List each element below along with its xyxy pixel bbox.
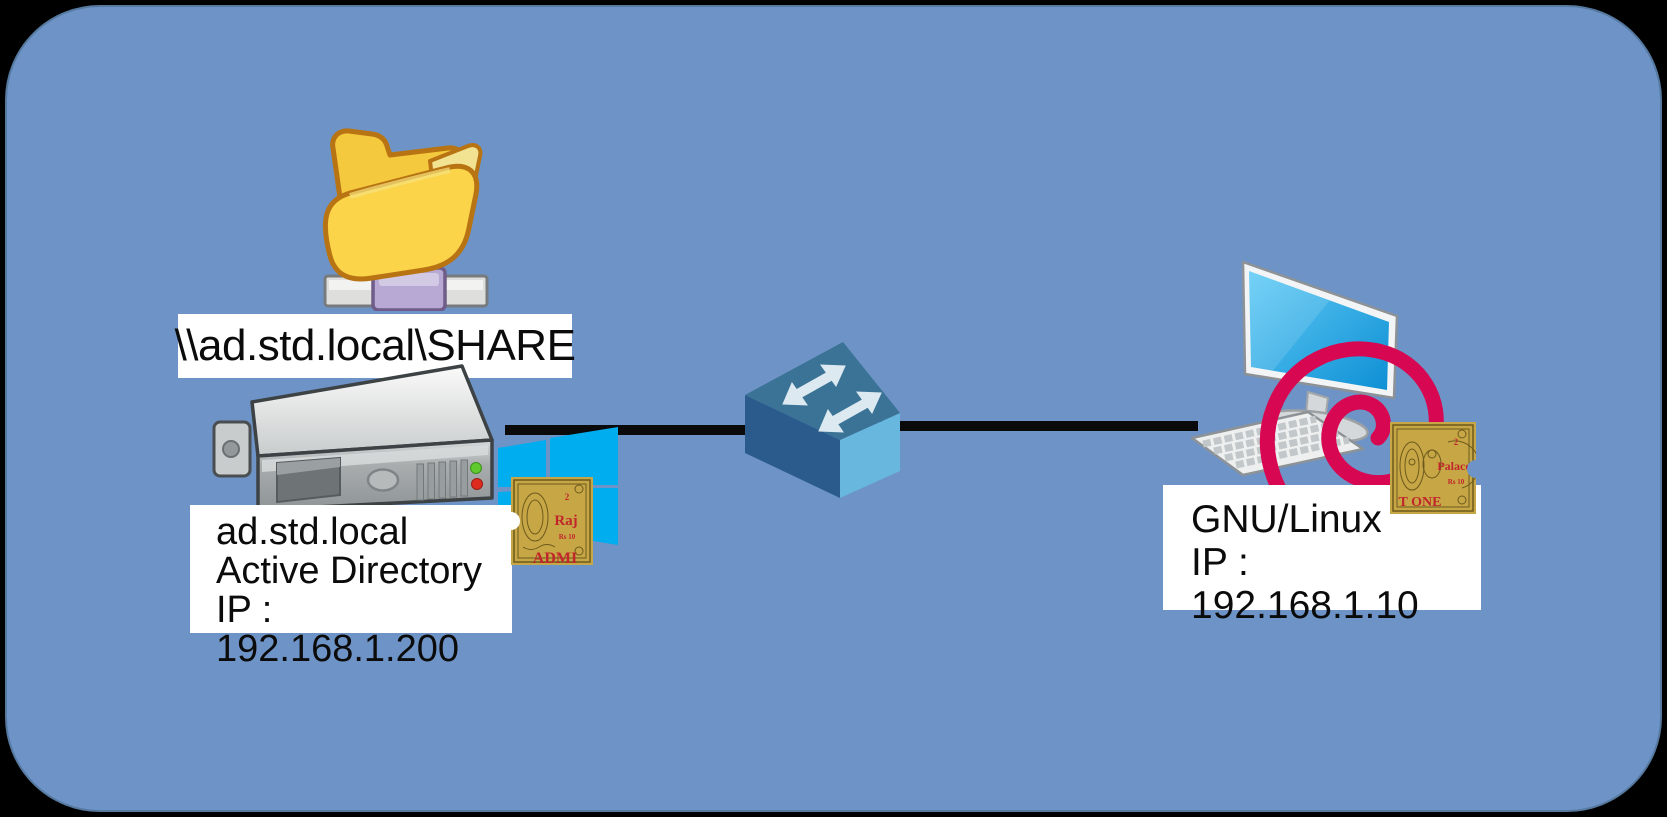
led-red — [471, 478, 483, 490]
stamp-left-notch — [511, 512, 520, 530]
stamp-left-rate: Rs 10 — [559, 533, 576, 541]
stamp-right-engraving — [1392, 424, 1476, 512]
stamp-left-title: Raj — [554, 513, 577, 529]
client-label: GNU/Linux IP : 192.168.1.10 — [1163, 485, 1481, 627]
client-ip: IP : 192.168.1.10 — [1191, 541, 1419, 627]
server-power-button — [366, 468, 400, 492]
share-path-text: \\ad.std.local\SHARE — [174, 321, 576, 370]
open-folder-icon — [322, 128, 483, 282]
stamp-right-notch — [1467, 460, 1476, 478]
switch-arrows-icon — [782, 364, 882, 433]
stamp-right-rate: Rs 10 — [1448, 478, 1465, 486]
network-shared-folder-icon — [300, 106, 490, 311]
network-switch-icon — [695, 320, 910, 515]
cable-switch-to-client — [880, 421, 1198, 431]
stamp-left-bottom: ADMI — [533, 550, 577, 565]
switch-left-face — [745, 395, 840, 498]
share-path-label: \\ad.std.local\SHARE — [175, 314, 576, 378]
rack-server-icon — [210, 360, 510, 510]
stamp-right: 2 Palace Rs 10 T ONE — [1390, 422, 1476, 514]
cable-server-to-switch — [505, 425, 747, 435]
client-os: GNU/Linux — [1191, 498, 1382, 541]
stamp-left: 2 Raj Rs 10 ADMI — [511, 477, 593, 565]
stamp-right-bottom: T ONE — [1399, 495, 1442, 510]
rack-ear — [212, 420, 252, 478]
server-ip: IP : 192.168.1.200 — [216, 589, 460, 670]
monitor-screen — [1249, 271, 1389, 390]
switch-right-face — [840, 413, 900, 498]
stamp-left-value: 2 — [565, 492, 570, 502]
server-hostname: ad.std.local — [216, 511, 409, 553]
screen-sheen — [1249, 271, 1330, 374]
switch-top-face — [745, 342, 900, 440]
windows-pane-tl — [498, 440, 546, 487]
server-vents — [416, 459, 468, 501]
led-green — [470, 462, 482, 474]
server-role: Active Directory — [216, 550, 483, 592]
stamp-left-paper — [511, 477, 593, 565]
windows-pane-tr — [550, 427, 618, 485]
stamp-right-title: Palace — [1437, 459, 1471, 473]
server-label: ad.std.local Active Directory IP : 192.1… — [190, 505, 512, 669]
stamp-right-value: 2 — [1454, 437, 1459, 447]
stamp-right-paper — [1390, 422, 1476, 514]
server-drive-bay-highlight — [277, 458, 340, 475]
